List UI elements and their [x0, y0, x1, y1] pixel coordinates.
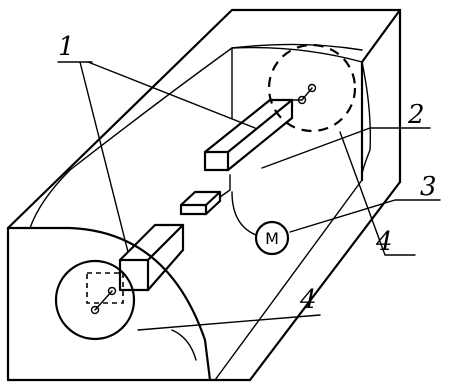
leader-2 [261, 127, 431, 169]
rear-pivot-point [307, 83, 317, 93]
front-circle [54, 259, 136, 341]
lower-rod-side-face [146, 223, 185, 292]
cavity-lower-detail [171, 329, 197, 361]
coupling-block [179, 174, 231, 216]
bottom-right-slant-edge [248, 180, 402, 382]
front-pivot-point [90, 305, 100, 315]
coupling-top-face [179, 190, 222, 207]
leader-3 [289, 199, 441, 233]
motor-letter: M [265, 229, 279, 248]
leader-lines [57, 61, 441, 331]
motor-circle [254, 220, 290, 256]
inner-floor-edge [214, 179, 363, 381]
leader-4-bottom [137, 314, 321, 331]
callout-1: 1 [58, 32, 75, 62]
callout-4-top: 4 [375, 227, 393, 257]
rear-dashed-circle [267, 43, 357, 133]
motor-wire [231, 191, 257, 236]
leader-1-lower [79, 61, 129, 253]
coupling-front-face [179, 203, 208, 216]
callout-4-bottom: 4 [299, 285, 317, 315]
front-crank-link [94, 290, 113, 311]
upper-rod-pin [297, 95, 307, 105]
top-left-slant-edge [6, 8, 234, 230]
upper-rod-link [291, 87, 313, 101]
coupling-side-face [204, 190, 222, 216]
motor: M [231, 191, 290, 256]
lower-rod-front-face [118, 258, 150, 292]
upper-rod-end-face [203, 150, 230, 172]
housing-block [6, 8, 402, 382]
lower-connecting-rod [118, 223, 185, 292]
callout-2: 2 [407, 100, 425, 130]
callout-3: 3 [420, 172, 437, 202]
front-dashed-crank-box [86, 272, 124, 304]
upper-connecting-rod [203, 87, 313, 172]
cavity-back-curve [231, 43, 363, 51]
coupling-link [219, 174, 231, 198]
cavity-right-curve [360, 61, 372, 181]
rear-wheel-dashed [267, 43, 357, 133]
top-right-slant-edge [360, 8, 402, 64]
front-crank-pin [107, 286, 117, 296]
callouts: 1 2 3 4 4 [58, 32, 437, 315]
upper-rod-side-face [226, 98, 294, 172]
leader-1-upper [87, 61, 256, 129]
cavity-upper-curve [29, 46, 363, 229]
cavity-surface [29, 43, 372, 361]
front-wheel [54, 259, 136, 341]
front-cavity-edge [68, 226, 212, 382]
leader-4-top [339, 131, 416, 256]
